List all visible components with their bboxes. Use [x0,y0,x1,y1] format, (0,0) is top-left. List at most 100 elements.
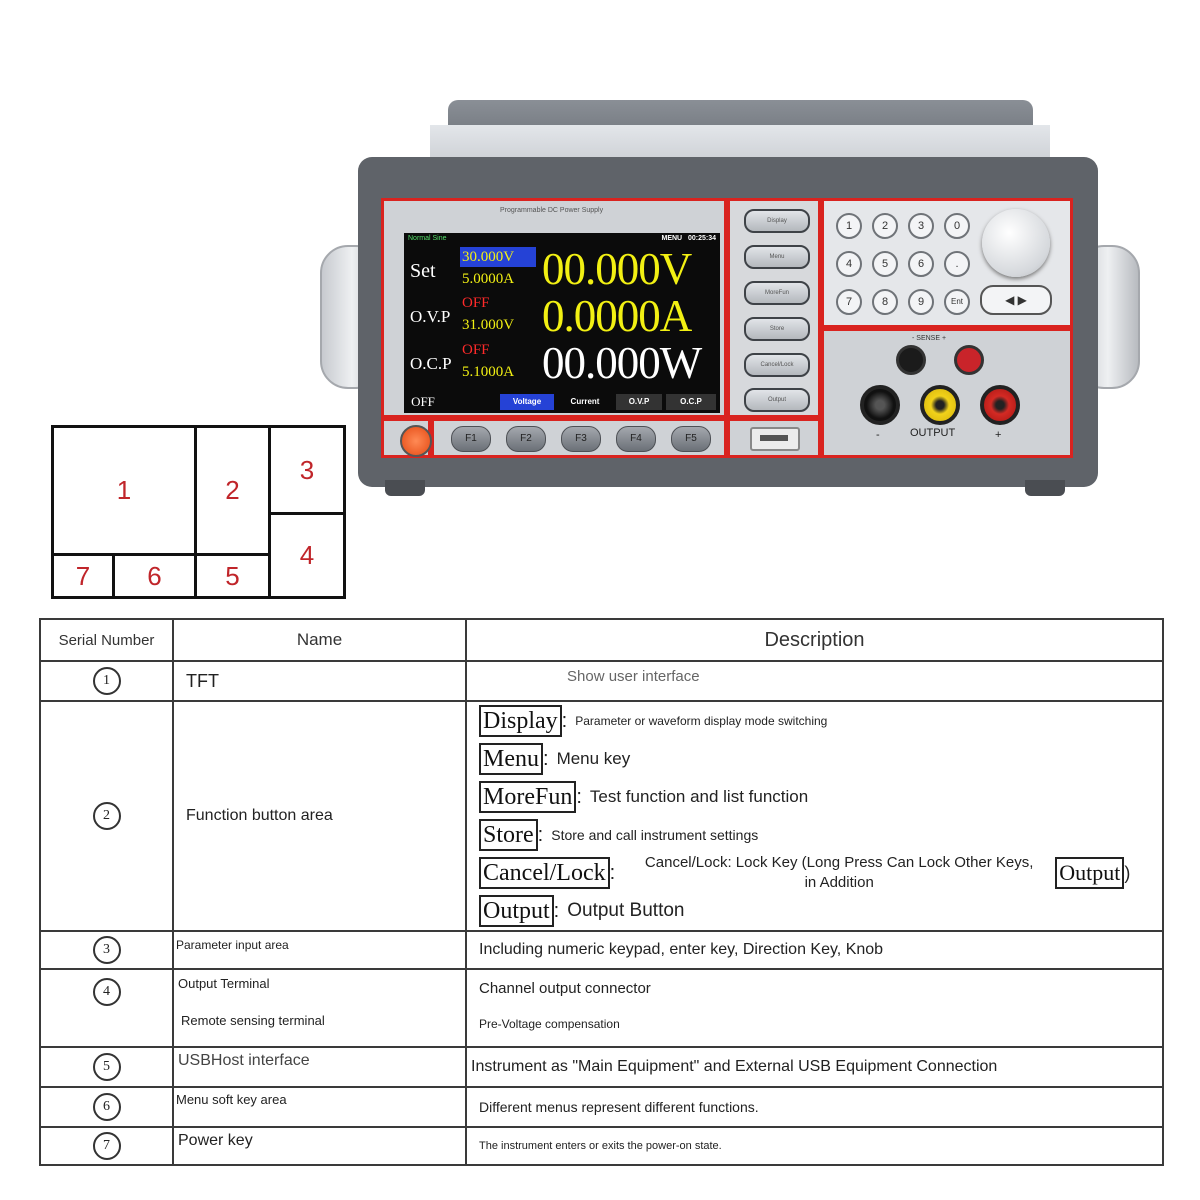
fn-line-output: Output : Output Button [479,892,1162,930]
sense-plus-terminal[interactable] [954,345,984,375]
numpad-key-9[interactable]: 9 [908,289,934,315]
numpad-key-5[interactable]: 5 [872,251,898,277]
output-label: OUTPUT [910,427,956,439]
numpad-key-1[interactable]: 1 [836,213,862,239]
row-name: Parameter input area [172,930,467,970]
header-description: Description [465,618,1164,662]
key-box: Output [1055,857,1125,889]
store-key[interactable]: Store [744,317,810,341]
menu-key[interactable]: Menu [744,245,810,269]
key-description: Test function and list function [589,787,809,806]
display-key[interactable]: Display [744,209,810,233]
numpad-key-6[interactable]: 6 [908,251,934,277]
row-name: TFT [172,660,467,702]
row-description: Instrument as "Main Equipment" and Exter… [465,1046,1164,1088]
tft-screen: Normal Sine MENU 00:25:34 Set O.V.P O.C.… [404,233,720,413]
map-cell-7: 7 [51,553,115,599]
key-box: Output [479,895,554,927]
key-description: Output Button [567,900,685,921]
serial-number: 6 [92,1093,121,1121]
numpad-key-2[interactable]: 2 [872,213,898,239]
ocp-state: OFF [462,342,490,358]
numpad-key-3[interactable]: 3 [908,213,934,239]
table-row: 1 TFT Show user interface [39,660,1164,702]
key-tail: ) [1124,862,1131,883]
status-menu: MENU [661,235,683,242]
table-row: 2 Function button area Display : Paramet… [39,700,1164,932]
map-cell-3: 3 [268,425,346,515]
status-left: Normal Sine [408,235,447,242]
table-header-row: Serial Number Name Description [39,618,1164,662]
serial-number: 2 [92,802,121,830]
ocp-label: O.C.P [410,354,452,373]
fn-line-store: Store : Store and call instrument settin… [479,816,1162,854]
plus-label: + [995,429,1002,441]
set-label: Set [410,260,436,282]
f4-key[interactable]: F4 [616,426,656,452]
ovp-label: O.V.P [410,307,451,326]
f1-key[interactable]: F1 [451,426,491,452]
key-box: Display [479,705,562,737]
cancel-lock-key[interactable]: Cancel/Lock [744,353,810,377]
map-cell-1: 1 [51,425,197,556]
header-name: Name [172,618,467,662]
soft-menu-bar: OFF Voltage Current O.V.P O.C.P [404,391,720,413]
row-name: Menu soft key area [172,1086,467,1128]
row-name-cell: Output Terminal Remote sensing terminal [172,968,467,1048]
usb-host-port[interactable] [750,427,800,451]
serial-number: 3 [92,936,121,964]
key-separator: : [576,785,582,808]
morefun-key[interactable]: MoreFun [744,281,810,305]
output-ground-terminal[interactable] [920,385,960,425]
sense-minus-terminal[interactable] [896,345,926,375]
numpad-key-8[interactable]: 8 [872,289,898,315]
key-box: MoreFun [479,781,577,813]
softmenu-ocp: O.C.P [666,394,716,410]
numpad-key-0[interactable]: 0 [944,213,970,239]
numpad-key-4[interactable]: 4 [836,251,862,277]
numpad-key-7[interactable]: 7 [836,289,862,315]
output-key[interactable]: Output [744,388,810,412]
row-name: USBHost interface [172,1046,467,1088]
key-box: Menu [479,743,543,775]
row-description-cell: Channel output connector Pre-Voltage com… [465,968,1164,1048]
screen-caption: Programmable DC Power Supply [500,207,604,214]
table-row: 7 Power key The instrument enters or exi… [39,1126,1164,1166]
numpad-key-dot[interactable]: . [944,251,970,277]
ovp-state: OFF [462,295,490,311]
component-table: Serial Number Name Description 1 TFT Sho… [39,618,1164,1166]
sense-label: - SENSE + [912,335,947,342]
key-description: Parameter or waveform display mode switc… [575,714,828,728]
numpad-key-enter[interactable]: Ent [944,289,970,315]
row-name-secondary: Remote sensing terminal [181,1013,325,1028]
f2-key[interactable]: F2 [506,426,546,452]
row-name: Output Terminal [178,976,270,991]
rotary-knob[interactable] [982,209,1050,277]
f5-key[interactable]: F5 [671,426,711,452]
power-key[interactable] [400,425,432,457]
output-minus-terminal[interactable] [860,385,900,425]
row-description: Channel output connector [479,980,651,997]
fn-line-display: Display : Parameter or waveform display … [479,702,1162,740]
key-box: Store [479,819,538,851]
direction-keys[interactable]: ◀ ▶ [980,285,1052,315]
output-plus-terminal[interactable] [980,385,1020,425]
map-cell-2: 2 [194,425,271,556]
status-right: MENU 00:25:34 [662,235,717,242]
key-separator: : [561,709,568,732]
ocp-value: 5.1000A [462,364,515,380]
meter-current: 0.0000A [542,291,692,341]
meter-voltage: 00.000V [542,244,692,294]
f3-key[interactable]: F3 [561,426,601,452]
key-separator: : [609,861,616,884]
row-description: The instrument enters or exits the power… [465,1126,1164,1166]
zone-function-buttons [727,198,821,418]
serial-number: 5 [92,1053,121,1081]
fn-line-cancel-lock: Cancel/Lock : Cancel/Lock: Lock Key (Lon… [479,854,1162,892]
minus-label: - [876,429,880,441]
ovp-value: 31.000V [462,317,515,333]
map-cell-4: 4 [268,512,346,599]
table-row: 3 Parameter input area Including numeric… [39,930,1164,970]
table-row: 4 Output Terminal Remote sensing termina… [39,968,1164,1048]
layout-map: 1 2 3 4 5 6 7 [51,425,346,599]
